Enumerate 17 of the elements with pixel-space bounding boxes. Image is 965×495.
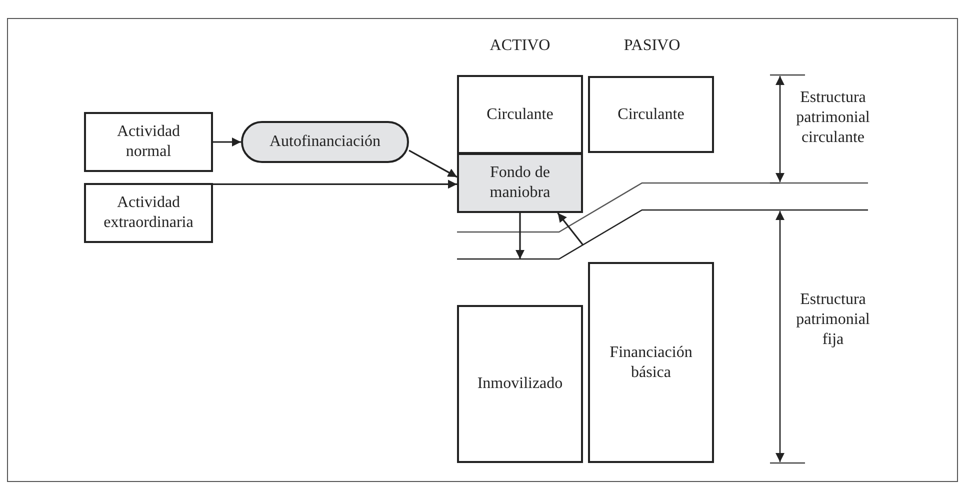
arrow xyxy=(516,213,524,259)
process-box: Actividad normal xyxy=(84,112,213,172)
process-box: Circulante xyxy=(588,76,714,153)
column-heading: ACTIVO xyxy=(488,36,552,56)
process-box: Financiación básica xyxy=(588,262,714,463)
rounded-process-box: Autofinanciación xyxy=(241,121,409,163)
arrow xyxy=(213,138,241,146)
dimension-label: Estructura patrimonial fija xyxy=(795,290,871,350)
arrow xyxy=(557,212,584,246)
process-box: Inmovilizado xyxy=(457,305,583,463)
highlighted-box: Fondo de maniobra xyxy=(457,153,583,213)
arrow xyxy=(408,150,458,178)
dimension-label: Estructura patrimonial circulante xyxy=(795,88,871,148)
column-heading: PASIVO xyxy=(622,36,682,56)
arrow xyxy=(213,180,457,189)
process-box: Actividad extraordinaria xyxy=(84,183,213,243)
process-box: Circulante xyxy=(457,75,583,154)
